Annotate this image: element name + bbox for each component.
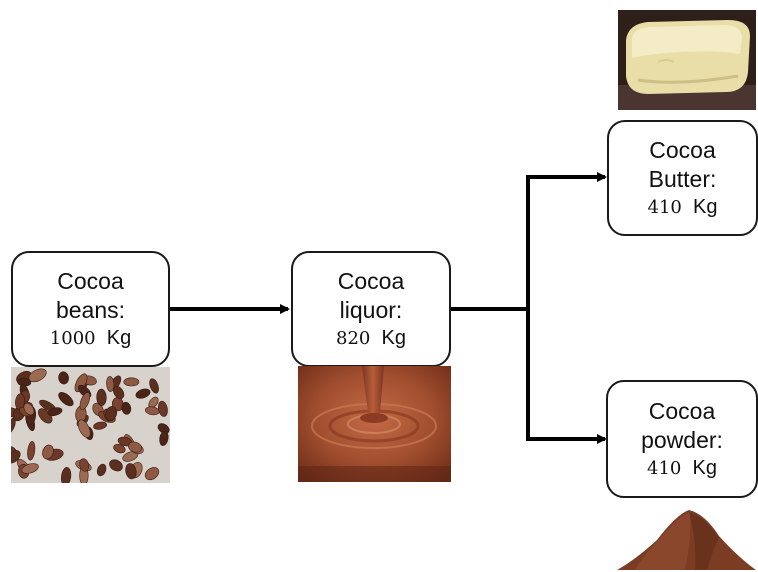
node-title: Cocoa [337,267,405,294]
amount-unit: Kg [693,195,718,218]
cocoa-powder-node: Cocoa powder: 410 Kg [606,380,758,498]
cocoa-bean [121,401,132,415]
cocoa-bean [11,418,16,434]
amount-unit: Kg [106,326,132,349]
node-subtitle: Butter: [648,166,717,193]
amount-value: 820 [336,327,371,349]
node-amount: 410 Kg [648,195,718,221]
cocoa-bean [135,388,151,399]
cocoa-bean [149,378,159,394]
cocoa-bean [77,419,91,438]
cocoa-bean [157,423,170,434]
cocoa-bean [106,376,115,392]
cocoa-bean [105,406,118,421]
cocoa-bean [112,385,125,400]
cocoa-bean [27,441,36,461]
node-title: Cocoa [648,397,716,424]
cocoa-butter-node: Cocoa Butter: 410 Kg [607,120,758,236]
node-title: Cocoa [57,267,124,294]
node-amount: 1000 Kg [50,326,131,352]
cocoa-bean [128,441,142,453]
cocoa-bean [125,463,137,480]
node-subtitle: powder: [641,427,723,454]
node-subtitle: liquor: [339,297,403,324]
node-amount: 410 Kg [647,456,717,482]
cocoa-bean [144,467,160,481]
cocoa-bean [58,371,69,385]
cocoa-bean [21,463,39,474]
cocoa-bean [79,458,90,472]
cocoa-bean [42,444,54,460]
cocoa-bean [144,406,160,416]
amount-value: 410 [647,196,682,218]
cocoa-bean [60,467,72,483]
cocoa-bean [47,407,63,417]
node-title: Cocoa [649,136,716,163]
cocoa-bean [96,463,107,477]
cocoa-bean [23,402,35,416]
cocoa-bean [159,430,169,446]
cocoa-bean [109,459,123,472]
cocoa-liquor-node: Cocoa liquor: 820 Kg [291,251,451,367]
amount-unit: Kg [692,456,717,479]
cocoa-butter-photo [618,10,756,110]
amount-value: 410 [647,457,682,479]
cocoa-bean [113,443,126,454]
cocoa-beans-photo [11,367,170,483]
cocoa-bean [93,421,108,430]
cocoa-bean [28,368,47,383]
cocoa-bean [79,392,91,411]
cocoa-liquor-photo [298,366,451,482]
cocoa-bean [96,388,107,406]
amount-unit: Kg [381,326,406,349]
cocoa-powder-photo [615,500,758,572]
node-subtitle: beans: [55,297,126,324]
cocoa-beans-node: Cocoa beans: 1000 Kg [11,251,170,367]
node-amount: 820 Kg [336,326,406,352]
cocoa-bean [58,392,74,407]
amount-value: 1000 [49,327,96,349]
cocoa-bean [11,450,21,464]
cocoa-bean [123,377,140,387]
